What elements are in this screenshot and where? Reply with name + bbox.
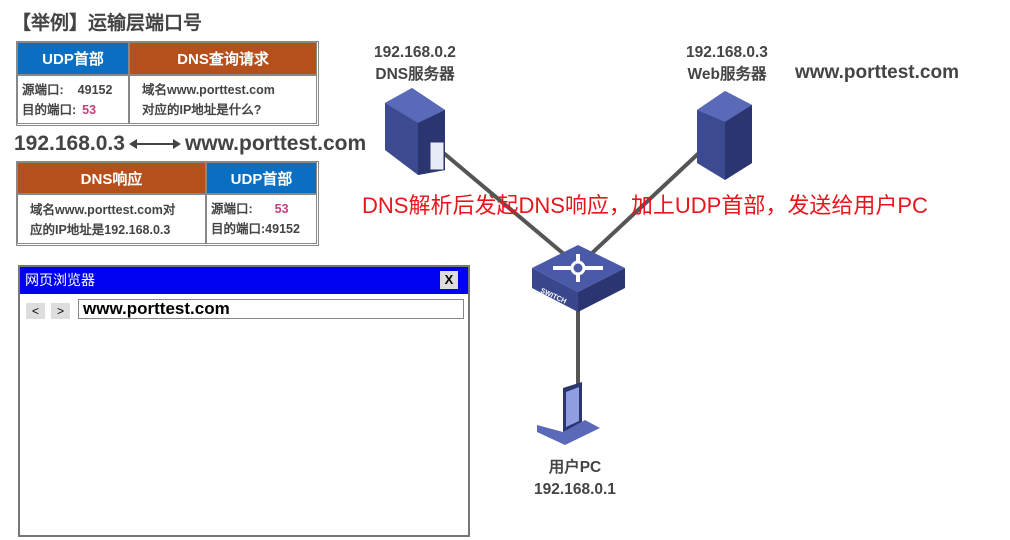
double-arrow-icon [128, 139, 181, 149]
forward-button[interactable]: > [51, 303, 70, 319]
dst-port-value: 53 [82, 103, 97, 117]
udp-header-label: UDP首部 [17, 42, 129, 75]
dns-response-body: 域名www.porttest.com对 应的IP地址是192.168.0.3 [17, 194, 206, 244]
dns-query-body: 域名www.porttest.com 对应的IP地址是什么? [129, 75, 317, 124]
laptop-icon [537, 382, 600, 445]
annotation-text: DNS解析后发起DNS响应，加上UDP首部，发送给用户PC [362, 193, 928, 218]
dst-port-label: 目的端口: [22, 103, 77, 117]
src-port-label: 源端口: [22, 83, 64, 97]
ip-domain-mapping: 192.168.0.3 www.porttest.com [14, 132, 366, 156]
url-input[interactable]: www.porttest.com [78, 299, 464, 319]
switch-icon: SWITCH [532, 245, 625, 312]
query-line: 对应的IP地址是什么? [142, 103, 262, 117]
web-server-label: 192.168.0.3 Web服务器 [667, 42, 787, 86]
dns-request-packet: UDP首部 DNS查询请求 源端口: 49152 目的端口: 53 域名www.po… [16, 41, 319, 126]
dns-server-icon [385, 88, 445, 175]
pc-name: 用户PC [548, 459, 602, 476]
udp-header-label: UDP首部 [206, 162, 317, 194]
close-button[interactable]: X [440, 271, 458, 289]
dns-response-packet: DNS响应 UDP首部 域名www.porttest.com对 应的IP地址是1… [16, 161, 319, 246]
dns-response-header-label: DNS响应 [17, 162, 206, 194]
web-server-ip: 192.168.0.3 [686, 44, 768, 61]
udp-ports: 源端口: 53 目的端口:49152 [206, 194, 317, 244]
dns-server-label: 192.168.0.2 DNS服务器 [355, 42, 475, 86]
browser-window: 网页浏览器 X < > www.porttest.com [18, 265, 470, 537]
back-button[interactable]: < [26, 303, 45, 319]
link-web-switch [588, 150, 702, 257]
dns-query-header-label: DNS查询请求 [129, 42, 317, 75]
dns-server-ip: 192.168.0.2 [374, 44, 456, 61]
answer-line: 应的IP地址是192.168.0.3 [30, 223, 171, 237]
link-dns-switch [438, 148, 567, 257]
page-title: 【举例】运输层端口号 [12, 13, 203, 34]
udp-ports: 源端口: 49152 目的端口: 53 [17, 75, 129, 124]
dst-port-value: 49152 [265, 222, 300, 236]
query-line: 域名www.porttest.com [142, 83, 275, 97]
answer-line: 域名www.porttest.com对 [30, 203, 176, 217]
browser-title: 网页浏览器 [25, 272, 95, 288]
web-server-icon [697, 91, 752, 180]
dst-port-label: 目的端口: [211, 222, 266, 236]
mapping-domain: www.porttest.com [184, 132, 367, 155]
browser-title-bar: 网页浏览器 X [20, 267, 468, 294]
dns-server-name: DNS服务器 [375, 66, 455, 83]
pc-label: 用户PC 192.168.0.1 [515, 457, 635, 501]
src-port-value: 53 [274, 202, 289, 216]
src-port-value: 49152 [77, 83, 113, 97]
web-server-domain: www.porttest.com [795, 62, 959, 83]
web-server-name: Web服务器 [687, 66, 767, 83]
src-port-label: 源端口: [211, 202, 253, 216]
pc-ip: 192.168.0.1 [534, 481, 616, 498]
mapping-ip: 192.168.0.3 [14, 132, 125, 155]
